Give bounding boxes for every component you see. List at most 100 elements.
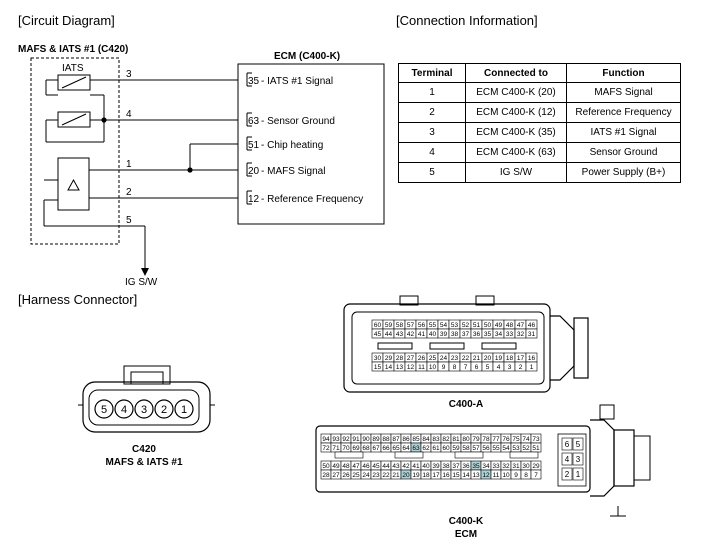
cell-connected-to: ECM C400-K (63) bbox=[465, 142, 567, 163]
pin-number: 33 bbox=[492, 463, 500, 470]
c400a-shell bbox=[343, 303, 551, 393]
pin-cell bbox=[572, 467, 584, 481]
cell-terminal: 5 bbox=[398, 162, 466, 183]
pin-number: 31 bbox=[512, 463, 520, 470]
connection-info-title: [Connection Information] bbox=[396, 13, 538, 28]
pin-number: 60 bbox=[374, 322, 382, 329]
pin-number: 17 bbox=[432, 472, 440, 479]
c420-body bbox=[82, 381, 211, 433]
c420-pin-ring bbox=[94, 399, 114, 419]
pin-number: 43 bbox=[396, 331, 404, 338]
c420-pins: 5 4 3 2 1 bbox=[94, 399, 194, 419]
pin-number: 24 bbox=[362, 472, 370, 479]
pin-number: 7 bbox=[534, 472, 538, 479]
pin-number: 13 bbox=[396, 364, 404, 371]
pin-number: 91 bbox=[352, 436, 360, 443]
ecm-pin-label: - Chip heating bbox=[261, 140, 323, 151]
pin-number: 39 bbox=[432, 463, 440, 470]
pin-number: 47 bbox=[517, 322, 525, 329]
pin-number: 13 bbox=[472, 472, 480, 479]
pin-number: 26 bbox=[418, 355, 426, 362]
pin-number: 28 bbox=[322, 472, 330, 479]
pin-number: 57 bbox=[407, 322, 415, 329]
pin-number: 66 bbox=[382, 445, 390, 452]
pin-number: 51 bbox=[473, 322, 481, 329]
pin-number: 52 bbox=[522, 445, 530, 452]
pin-number: 33 bbox=[506, 331, 514, 338]
pin-number: 72 bbox=[322, 445, 330, 452]
table-row: 3 ECM C400-K (35) IATS #1 Signal bbox=[398, 122, 681, 143]
pin-number: 27 bbox=[332, 472, 340, 479]
c400k-lever bbox=[590, 419, 615, 497]
pin-number: 34 bbox=[495, 331, 503, 338]
pin-number: 3 bbox=[508, 364, 512, 371]
cell-terminal: 3 bbox=[398, 122, 466, 143]
pin-cell bbox=[525, 328, 538, 339]
c400a-lever bbox=[550, 315, 575, 381]
pin-number: 64 bbox=[402, 445, 410, 452]
pin-number: 19 bbox=[412, 472, 420, 479]
pin-number: 19 bbox=[495, 355, 503, 362]
ecm-pin-label: - Reference Frequency bbox=[261, 194, 363, 205]
c400k-lever-body bbox=[613, 429, 635, 487]
pin-number: 47 bbox=[352, 463, 360, 470]
pin-number: 32 bbox=[502, 463, 510, 470]
pin-number: 37 bbox=[452, 463, 460, 470]
pin-number: 14 bbox=[462, 472, 470, 479]
cell-terminal: 2 bbox=[398, 102, 466, 123]
pin-number: 63 bbox=[412, 445, 420, 452]
c420-pin-number: 1 bbox=[181, 404, 187, 416]
pin-number: 12 bbox=[407, 364, 415, 371]
pin-number: 43 bbox=[392, 463, 400, 470]
pin-cell bbox=[561, 467, 573, 481]
table-row: 1 ECM C400-K (20) MAFS Signal bbox=[398, 82, 681, 103]
pin-number: 73 bbox=[532, 436, 540, 443]
pin-number: 45 bbox=[374, 331, 382, 338]
pin-number: 82 bbox=[442, 436, 450, 443]
pin-number: 8 bbox=[524, 472, 528, 479]
c400k-slot bbox=[334, 451, 364, 459]
pin-number: 67 bbox=[372, 445, 380, 452]
pin-cell bbox=[525, 361, 538, 372]
pin-number: 52 bbox=[462, 322, 470, 329]
pin-number: 23 bbox=[451, 355, 459, 362]
pin-number: 53 bbox=[512, 445, 520, 452]
ecm-box bbox=[237, 63, 385, 225]
sensor-box bbox=[30, 57, 120, 245]
pin-number: 38 bbox=[451, 331, 459, 338]
cell-function: MAFS Signal bbox=[566, 82, 681, 103]
junction-dot bbox=[187, 167, 193, 173]
pin-cell bbox=[572, 452, 584, 466]
cell-function: Reference Frequency bbox=[566, 102, 681, 123]
c400a-key bbox=[475, 295, 495, 306]
pin-number: 81 bbox=[452, 436, 460, 443]
c420-pin-number: 3 bbox=[141, 404, 147, 416]
iats-thermistor-symbol bbox=[45, 74, 238, 96]
pin-number: 56 bbox=[418, 322, 426, 329]
pin-number: 17 bbox=[517, 355, 525, 362]
pin-number: 20 bbox=[402, 472, 410, 479]
pin-number: 37 bbox=[462, 331, 470, 338]
pin-number: 90 bbox=[362, 436, 370, 443]
pin-number: 30 bbox=[374, 355, 382, 362]
c400k-slot bbox=[509, 451, 539, 459]
c420-pin-number: 4 bbox=[121, 404, 127, 416]
pin-number: 84 bbox=[422, 436, 430, 443]
pin-number: 45 bbox=[372, 463, 380, 470]
pin-number: 3 bbox=[576, 455, 581, 464]
pin-number: 18 bbox=[422, 472, 430, 479]
pin-number: 44 bbox=[382, 463, 390, 470]
pin-number: 4 bbox=[565, 455, 570, 464]
header-connected-to: Connected to bbox=[465, 63, 567, 83]
table-row: 4 ECM C400-K (63) Sensor Ground bbox=[398, 142, 681, 163]
pin-number: 12 bbox=[482, 472, 490, 479]
pin-number: 46 bbox=[528, 322, 536, 329]
pin-number: 15 bbox=[452, 472, 460, 479]
pin-number: 11 bbox=[418, 364, 425, 371]
pin-number: 10 bbox=[502, 472, 510, 479]
pin-number: 21 bbox=[392, 472, 400, 479]
pin-number: 59 bbox=[452, 445, 460, 452]
pin-number: 68 bbox=[362, 445, 370, 452]
pin-number: 6 bbox=[565, 440, 570, 449]
